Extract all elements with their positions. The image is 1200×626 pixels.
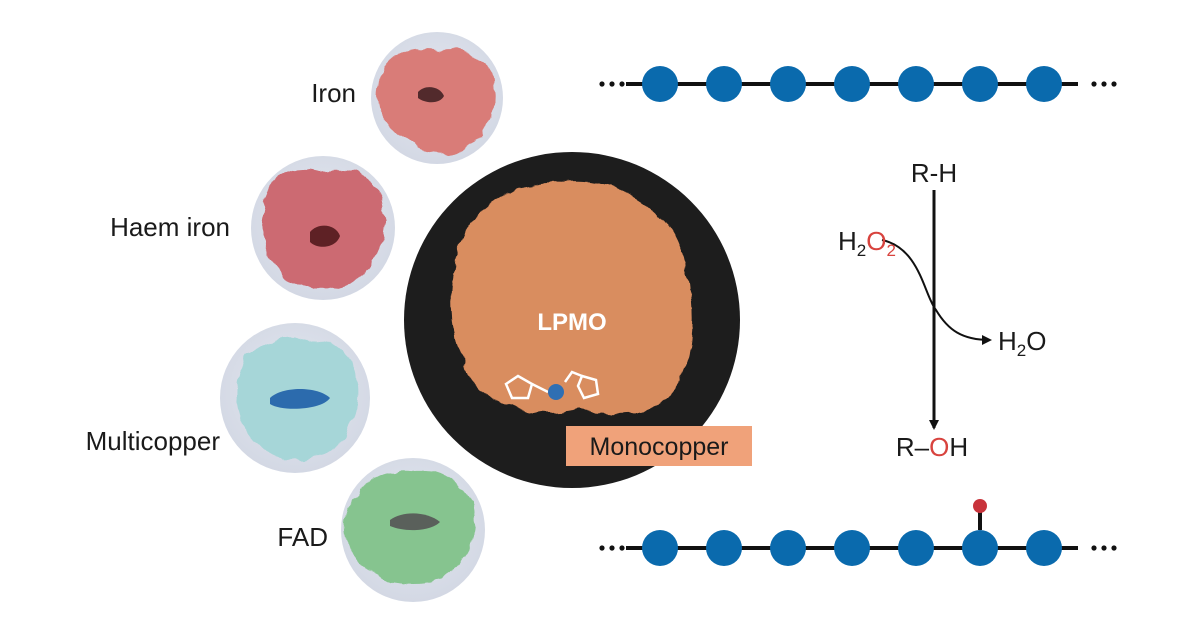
enzyme-label: Haem iron [110,212,230,242]
sugar-unit [834,66,870,102]
chain-ellipsis-dot [619,545,625,551]
copper-ion [548,384,564,400]
enzyme-multicopper: Multicopper [86,323,370,473]
chain-ellipsis-dot [1091,545,1097,551]
haem-marker [310,225,340,247]
substrate-formula: R-H [911,158,957,188]
histidine-ligands [504,370,600,400]
enzyme-iron: Iron [311,32,503,164]
chain-ellipsis-dot [1101,545,1107,551]
chain-ellipsis-dot [1111,81,1117,87]
monocopper-tag-label: Monocopper [590,433,729,461]
monocopper-tag-bg [566,426,752,466]
enzyme-fad: FAD [277,458,485,602]
chain-ellipsis-dot [609,81,615,87]
enzyme-label: FAD [277,522,328,552]
h2o2-curved-arrow [881,239,992,345]
substrate-chain-top [599,66,1117,102]
sugar-unit [770,66,806,102]
fad-cofactor-marker [390,513,440,531]
enzyme-label: Multicopper [86,426,221,456]
chain-ellipsis-dot [1111,545,1117,551]
sugar-unit [898,66,934,102]
chain-ellipsis-dot [619,81,625,87]
oxygen-atom [973,499,987,513]
sugar-unit [962,66,998,102]
lpmo-label: LPMO [537,309,606,336]
sugar-unit [642,66,678,102]
active-site-marker [418,87,444,103]
enzyme-haem-iron: Haem iron [110,156,395,300]
reaction-scheme: R-H H2O2 H2O R–OH [838,158,1046,462]
product-chain-bottom [599,499,1117,566]
sugar-unit [1026,530,1062,566]
sugar-unit [1026,66,1062,102]
sugar-unit [834,530,870,566]
oxidized-sugar-unit [962,530,998,566]
lpmo-protein-surface [450,181,693,415]
enzyme-label: Iron [311,78,356,108]
chain-ellipsis-dot [1091,81,1097,87]
chain-ellipsis-dot [1101,81,1107,87]
sugar-unit [706,530,742,566]
chain-ellipsis-dot [599,545,605,551]
sugar-unit [898,530,934,566]
water-formula: H2O [998,326,1046,360]
copper-cluster-marker [270,389,330,409]
sugar-unit [770,530,806,566]
product-formula: R–OH [896,432,968,462]
sugar-unit [642,530,678,566]
sugar-unit [706,66,742,102]
h2o2-formula: H2O2 [838,226,896,260]
lpmo-center: LPMO Monocopper [404,152,752,488]
chain-ellipsis-dot [609,545,615,551]
chain-ellipsis-dot [599,81,605,87]
